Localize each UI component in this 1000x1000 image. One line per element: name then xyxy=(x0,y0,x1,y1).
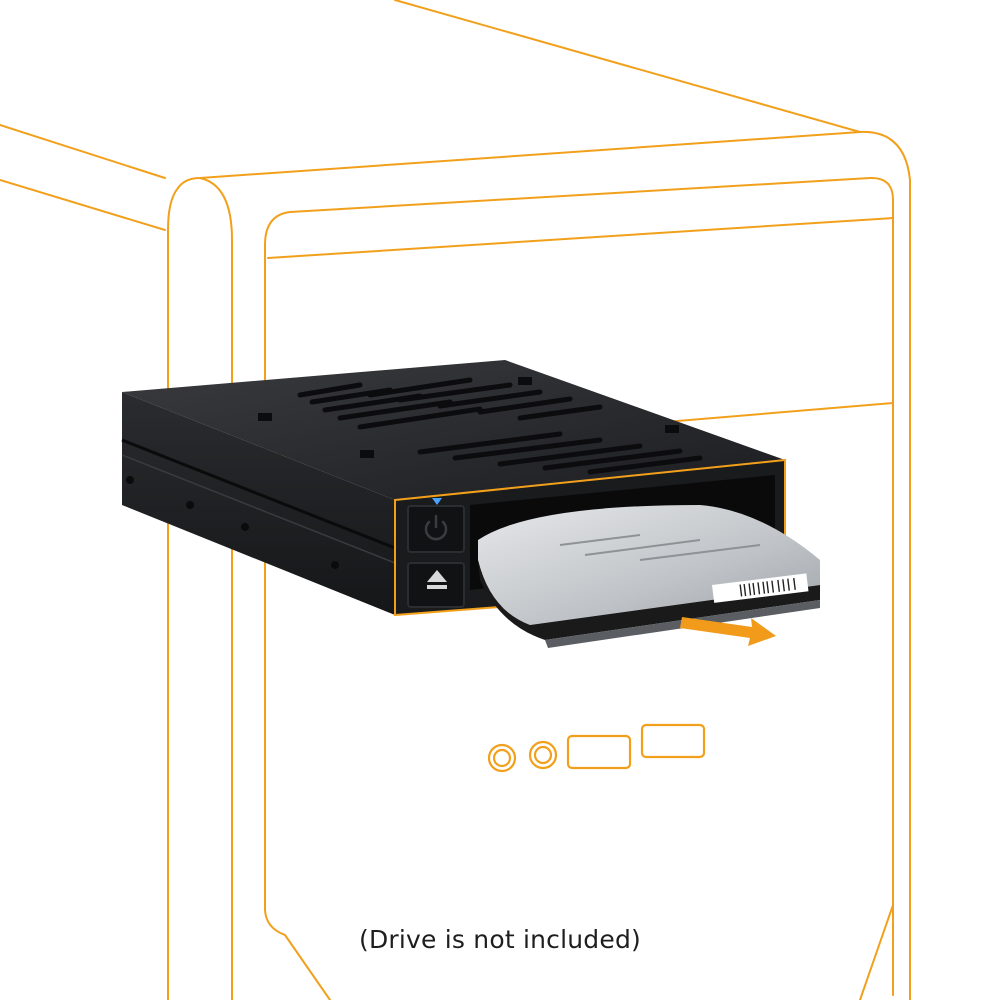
caption: (Drive is not included) xyxy=(359,925,641,954)
audio-jack-2 xyxy=(528,740,558,770)
usb-port-1 xyxy=(566,734,632,770)
led-indicator xyxy=(432,498,442,505)
power-button[interactable] xyxy=(407,505,465,553)
barcode-label xyxy=(711,573,809,603)
power-icon xyxy=(424,514,448,541)
eject-button[interactable] xyxy=(407,562,465,608)
vent-slots xyxy=(297,377,703,475)
audio-jack-1 xyxy=(487,743,517,773)
eject-icon xyxy=(427,570,447,589)
pull-arrow-icon xyxy=(680,617,776,646)
hard-drive xyxy=(478,505,820,648)
front-ports xyxy=(487,723,706,773)
usb-port-2 xyxy=(640,723,706,759)
